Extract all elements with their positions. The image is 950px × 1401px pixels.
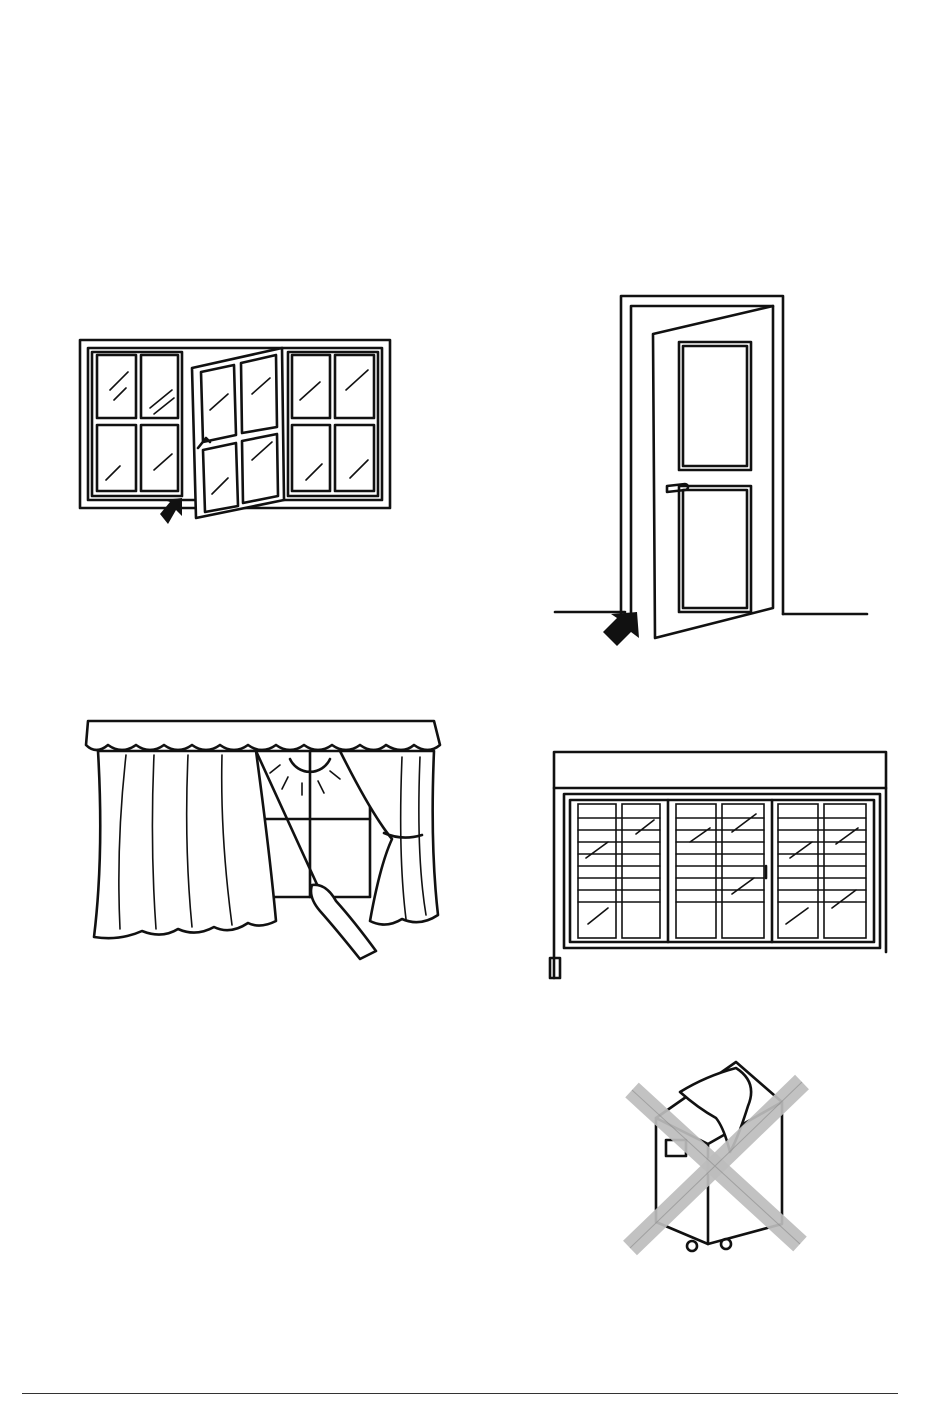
footer-rule — [22, 1393, 898, 1394]
open-door-with-arrow-icon — [555, 292, 870, 652]
casement-window-with-arrow-icon — [70, 330, 400, 530]
curtains-illustration — [80, 715, 450, 970]
blinds-illustration — [546, 748, 894, 984]
open-door-illustration — [555, 292, 870, 652]
covered-dehumidifier-illustration — [626, 1048, 810, 1258]
window-blinds-icon — [546, 748, 894, 984]
drawn-curtains-icon — [80, 715, 450, 970]
do-not-cover-appliance-icon — [626, 1048, 810, 1258]
open-window-illustration — [70, 330, 400, 530]
